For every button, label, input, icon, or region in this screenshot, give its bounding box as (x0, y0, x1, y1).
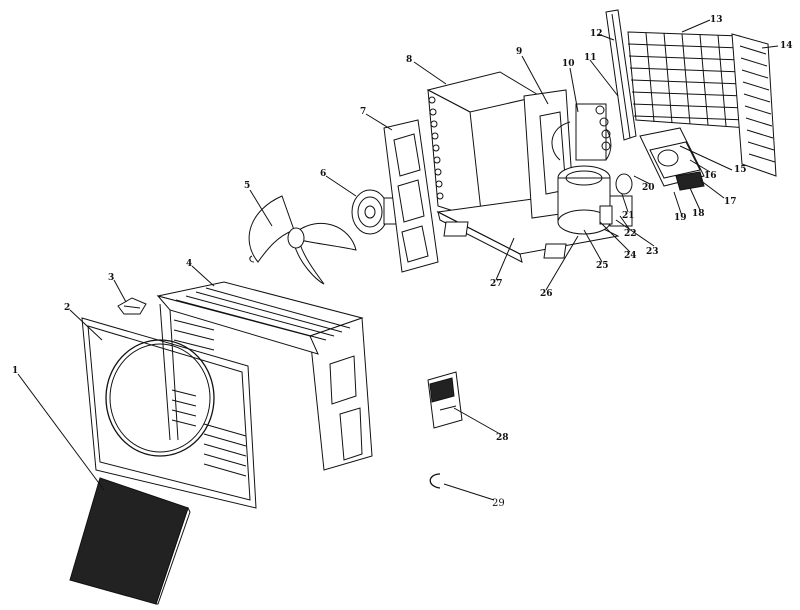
callout-7: 7 (360, 107, 366, 117)
callout-20: 20 (642, 183, 655, 193)
valves-and-accumulator (599, 173, 633, 227)
callout-10: 10 (562, 59, 575, 69)
callout-21: 21 (622, 211, 635, 221)
callout-14: 14 (780, 41, 793, 51)
callout-3: 3 (108, 273, 114, 283)
callout-27: 27 (490, 279, 503, 289)
callout-11: 11 (584, 53, 597, 63)
callout-18: 18 (692, 209, 705, 219)
part-5-fan-blade (248, 195, 357, 285)
part-3-clip (117, 297, 147, 315)
callout-16: 16 (704, 171, 717, 181)
part-15-electric-box (639, 127, 705, 191)
part-14-side-grille (731, 33, 777, 177)
part-27-base-pan (436, 197, 620, 263)
callout-1: 1 (12, 366, 18, 376)
leader-lines (17, 19, 779, 501)
part-8-condenser (426, 71, 542, 221)
callout-25: 25 (596, 261, 609, 271)
callout-29: 29 (492, 498, 505, 509)
part-29-clip (429, 473, 441, 489)
callout-6: 6 (320, 169, 326, 179)
part-28-cover (427, 371, 463, 429)
part-13-wire-guard (627, 31, 749, 129)
callout-26: 26 (540, 289, 553, 299)
callout-12: 12 (590, 29, 603, 39)
callout-8: 8 (406, 55, 412, 65)
part-4-cabinet (156, 281, 373, 471)
callout-17: 17 (724, 197, 737, 207)
part-1-filter-grille (69, 477, 191, 605)
part-12-side-rail (605, 9, 637, 141)
callout-28: 28 (496, 433, 509, 443)
callout-19: 19 (674, 213, 687, 223)
callout-2: 2 (64, 303, 70, 313)
part-7-motor-bracket (383, 119, 439, 273)
callout-23: 23 (646, 247, 659, 257)
callout-4: 4 (186, 259, 192, 269)
callout-15: 15 (734, 165, 747, 175)
compressor (551, 103, 612, 235)
callout-13: 13 (710, 15, 723, 25)
callout-9: 9 (516, 47, 522, 57)
callout-24: 24 (624, 251, 637, 261)
callout-22: 22 (624, 229, 637, 239)
callout-5: 5 (244, 181, 250, 191)
callout-numbers: 1 2 3 4 5 6 7 8 9 10 11 12 13 14 15 16 1… (12, 15, 793, 509)
part-2-front-panel (81, 317, 257, 509)
